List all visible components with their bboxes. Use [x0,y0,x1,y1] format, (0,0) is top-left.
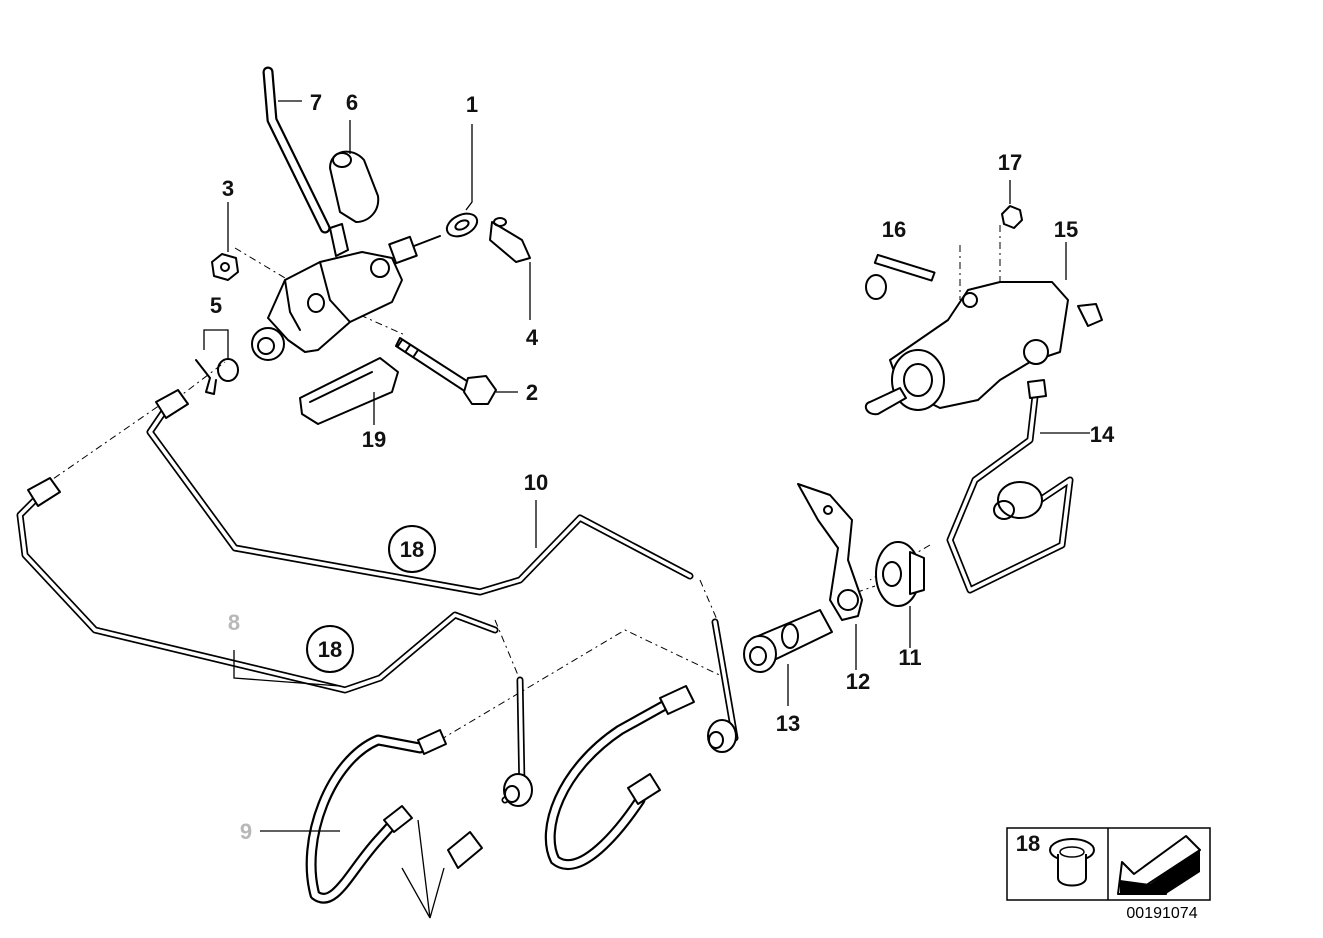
callout-1: 1 [466,92,478,117]
rubber-cap [329,150,380,223]
retaining-clips [195,358,239,395]
arrow-down-left-icon [1117,835,1201,895]
clutch-master-cylinder [251,212,479,361]
quick-couplings [447,719,737,869]
legend-item-number: 18 [1016,831,1040,856]
pipe-14 [946,379,1074,594]
callout-9: 9 [240,819,252,844]
callout-6: 6 [346,90,358,115]
slave-bolt [865,253,936,300]
pipe-connector [743,609,833,673]
grommet-icon [1049,838,1095,887]
callout-13: 13 [776,711,800,736]
clevis-pin [489,217,531,263]
document-id: 00191074 [1126,905,1197,922]
mounting-bracket [797,483,863,621]
circled-callout-18-upper: 18 [388,525,436,573]
pipe-10 [146,389,694,596]
callout-19: 19 [362,427,386,452]
clutch-slave-cylinder [864,281,1103,416]
legend-box: 18 [1006,827,1211,901]
short-pipes [501,618,739,804]
callout-3: 3 [222,176,234,201]
callout-16: 16 [882,217,906,242]
circled-callout-label: 18 [400,537,424,562]
leader-lines [203,100,1090,919]
callout-8: 8 [228,610,240,635]
callout-labels: 1 2 3 4 5 6 7 8 9 10 11 12 13 14 15 16 1… [210,90,1115,844]
sensor-bracket [299,357,399,425]
callout-2: 2 [526,380,538,405]
callout-4: 4 [526,325,539,350]
callout-5: 5 [210,293,222,318]
callout-12: 12 [846,669,870,694]
callout-15: 15 [1054,217,1078,242]
slave-nut [1001,205,1023,229]
pipe-8 [16,477,499,694]
sealing-washer [875,541,925,607]
callout-7: 7 [310,90,322,115]
circled-callout-label: 18 [318,637,342,662]
circled-callout-18-lower: 18 [306,625,354,673]
flexible-hose-right [544,685,695,871]
reservoir-hose [262,66,331,234]
callout-11: 11 [898,645,921,670]
callout-10: 10 [524,470,548,495]
flexible-hose-left [305,729,447,904]
callout-14: 14 [1090,422,1115,447]
hex-bolt [395,337,497,405]
callout-17: 17 [998,150,1022,175]
hex-nut [211,253,239,281]
